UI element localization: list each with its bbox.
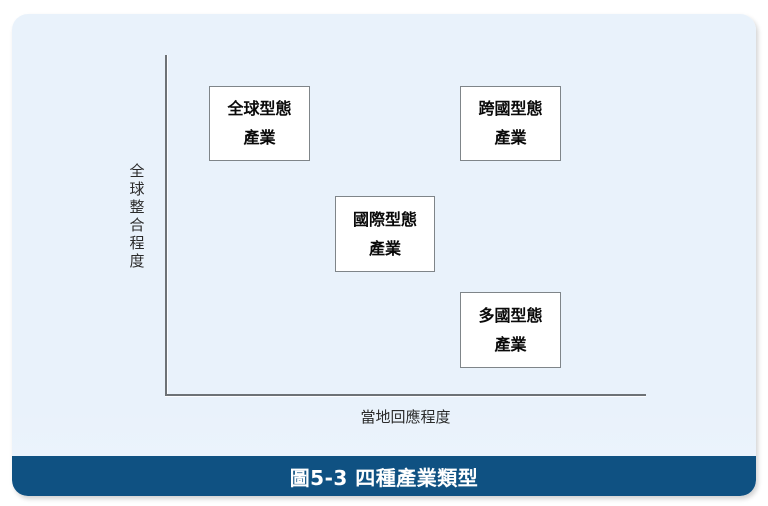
quadrant-box-global-line2: 產業 [243, 128, 276, 147]
figure-panel: 全球整合程度 當地回應程度 全球型態 產業 跨國型態 產業 國際型態 產業 多國… [12, 14, 756, 496]
x-axis-line [165, 394, 646, 396]
quadrant-box-multinational: 多國型態 產業 [460, 292, 561, 368]
plot-area: 全球整合程度 當地回應程度 全球型態 產業 跨國型態 產業 國際型態 產業 多國… [12, 14, 756, 446]
quadrant-box-multinational-line1: 多國型態 [478, 305, 543, 325]
y-axis-line [165, 55, 167, 396]
quadrant-box-international-line2: 產業 [368, 238, 401, 258]
figure-caption-bar: 圖5-3 四種產業類型 [12, 456, 756, 496]
quadrant-box-global-line1: 全球型態 [227, 99, 292, 118]
quadrant-box-transnational-line2: 產業 [494, 128, 527, 147]
quadrant-box-global: 全球型態 產業 [209, 86, 310, 161]
quadrant-box-international: 國際型態 產業 [335, 196, 435, 272]
figure-caption-text: 圖5-3 四種產業類型 [289, 465, 479, 490]
x-axis-label: 當地回應程度 [360, 408, 451, 426]
quadrant-box-transnational: 跨國型態 產業 [460, 86, 561, 161]
y-axis-label: 全球整合程度 [129, 162, 145, 270]
quadrant-box-international-line1: 國際型態 [352, 209, 417, 229]
quadrant-box-multinational-line2: 產業 [494, 334, 527, 354]
quadrant-box-transnational-line1: 跨國型態 [478, 99, 543, 118]
